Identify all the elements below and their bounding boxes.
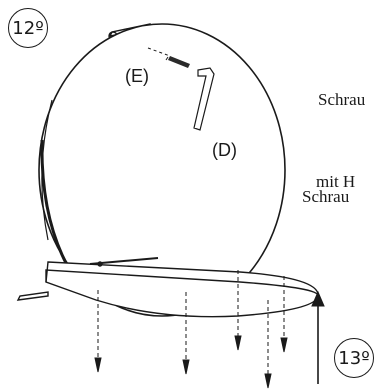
instruction-text-line: mit H [316,172,356,191]
step-number-badge: 12º [8,8,48,48]
next-step-badge: 13º [334,338,374,378]
allen-key-d [193,67,215,131]
instruction-text-line: Schrau [318,90,366,109]
instruction-text-line: Schrau [302,187,350,206]
half-round-shelf [45,257,319,318]
shelf-screws [94,270,288,389]
screw-e [147,47,190,68]
key-label: (D) [212,140,237,160]
round-panel [38,23,286,317]
up-arrow [311,290,325,384]
screw-label: (E) [125,66,149,86]
